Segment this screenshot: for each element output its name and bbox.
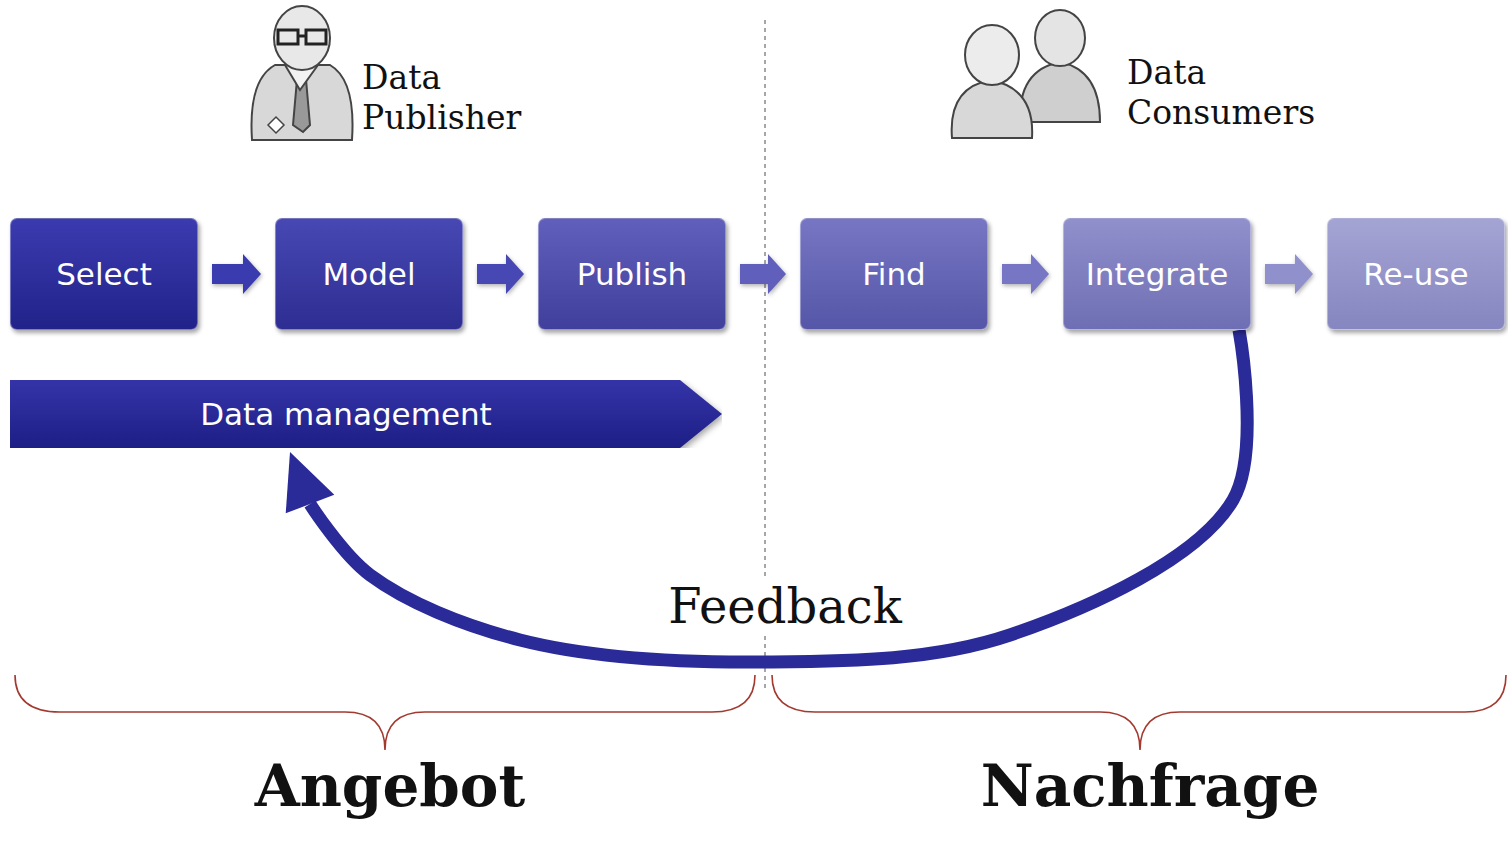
- role-label: Data Publisher: [362, 58, 521, 137]
- node-label: Integrate: [1086, 256, 1229, 292]
- feedback-arrow: [286, 330, 1247, 662]
- demand-brace: [772, 675, 1506, 750]
- flow-arrow: [477, 254, 524, 294]
- node-label: Re-use: [1363, 256, 1468, 292]
- supply-brace: [15, 675, 755, 750]
- process-box: Publish: [538, 218, 726, 330]
- section-label: Angebot: [255, 752, 526, 822]
- process-box: Find: [800, 218, 988, 330]
- flow-arrow: [1265, 254, 1313, 294]
- flow-arrow: [1002, 254, 1049, 294]
- consumers-figure: [952, 10, 1100, 138]
- node-label: Select: [56, 256, 152, 292]
- role-label: Data Consumers: [1127, 53, 1315, 132]
- edge-label: Feedback: [662, 580, 908, 633]
- node-label: Model: [322, 256, 415, 292]
- flow-arrow: [212, 254, 261, 294]
- process-box: Integrate: [1063, 218, 1251, 330]
- node-label: Data management: [200, 396, 492, 432]
- flow-arrow: [740, 254, 786, 294]
- node-label: Find: [862, 256, 926, 292]
- process-box: Select: [10, 218, 198, 330]
- section-label: Nachfrage: [981, 752, 1320, 822]
- band-arrow: Data management: [10, 380, 722, 448]
- publisher-figure: [251, 6, 352, 140]
- process-box: Re-use: [1327, 218, 1505, 330]
- process-box: Model: [275, 218, 463, 330]
- node-label: Publish: [577, 256, 688, 292]
